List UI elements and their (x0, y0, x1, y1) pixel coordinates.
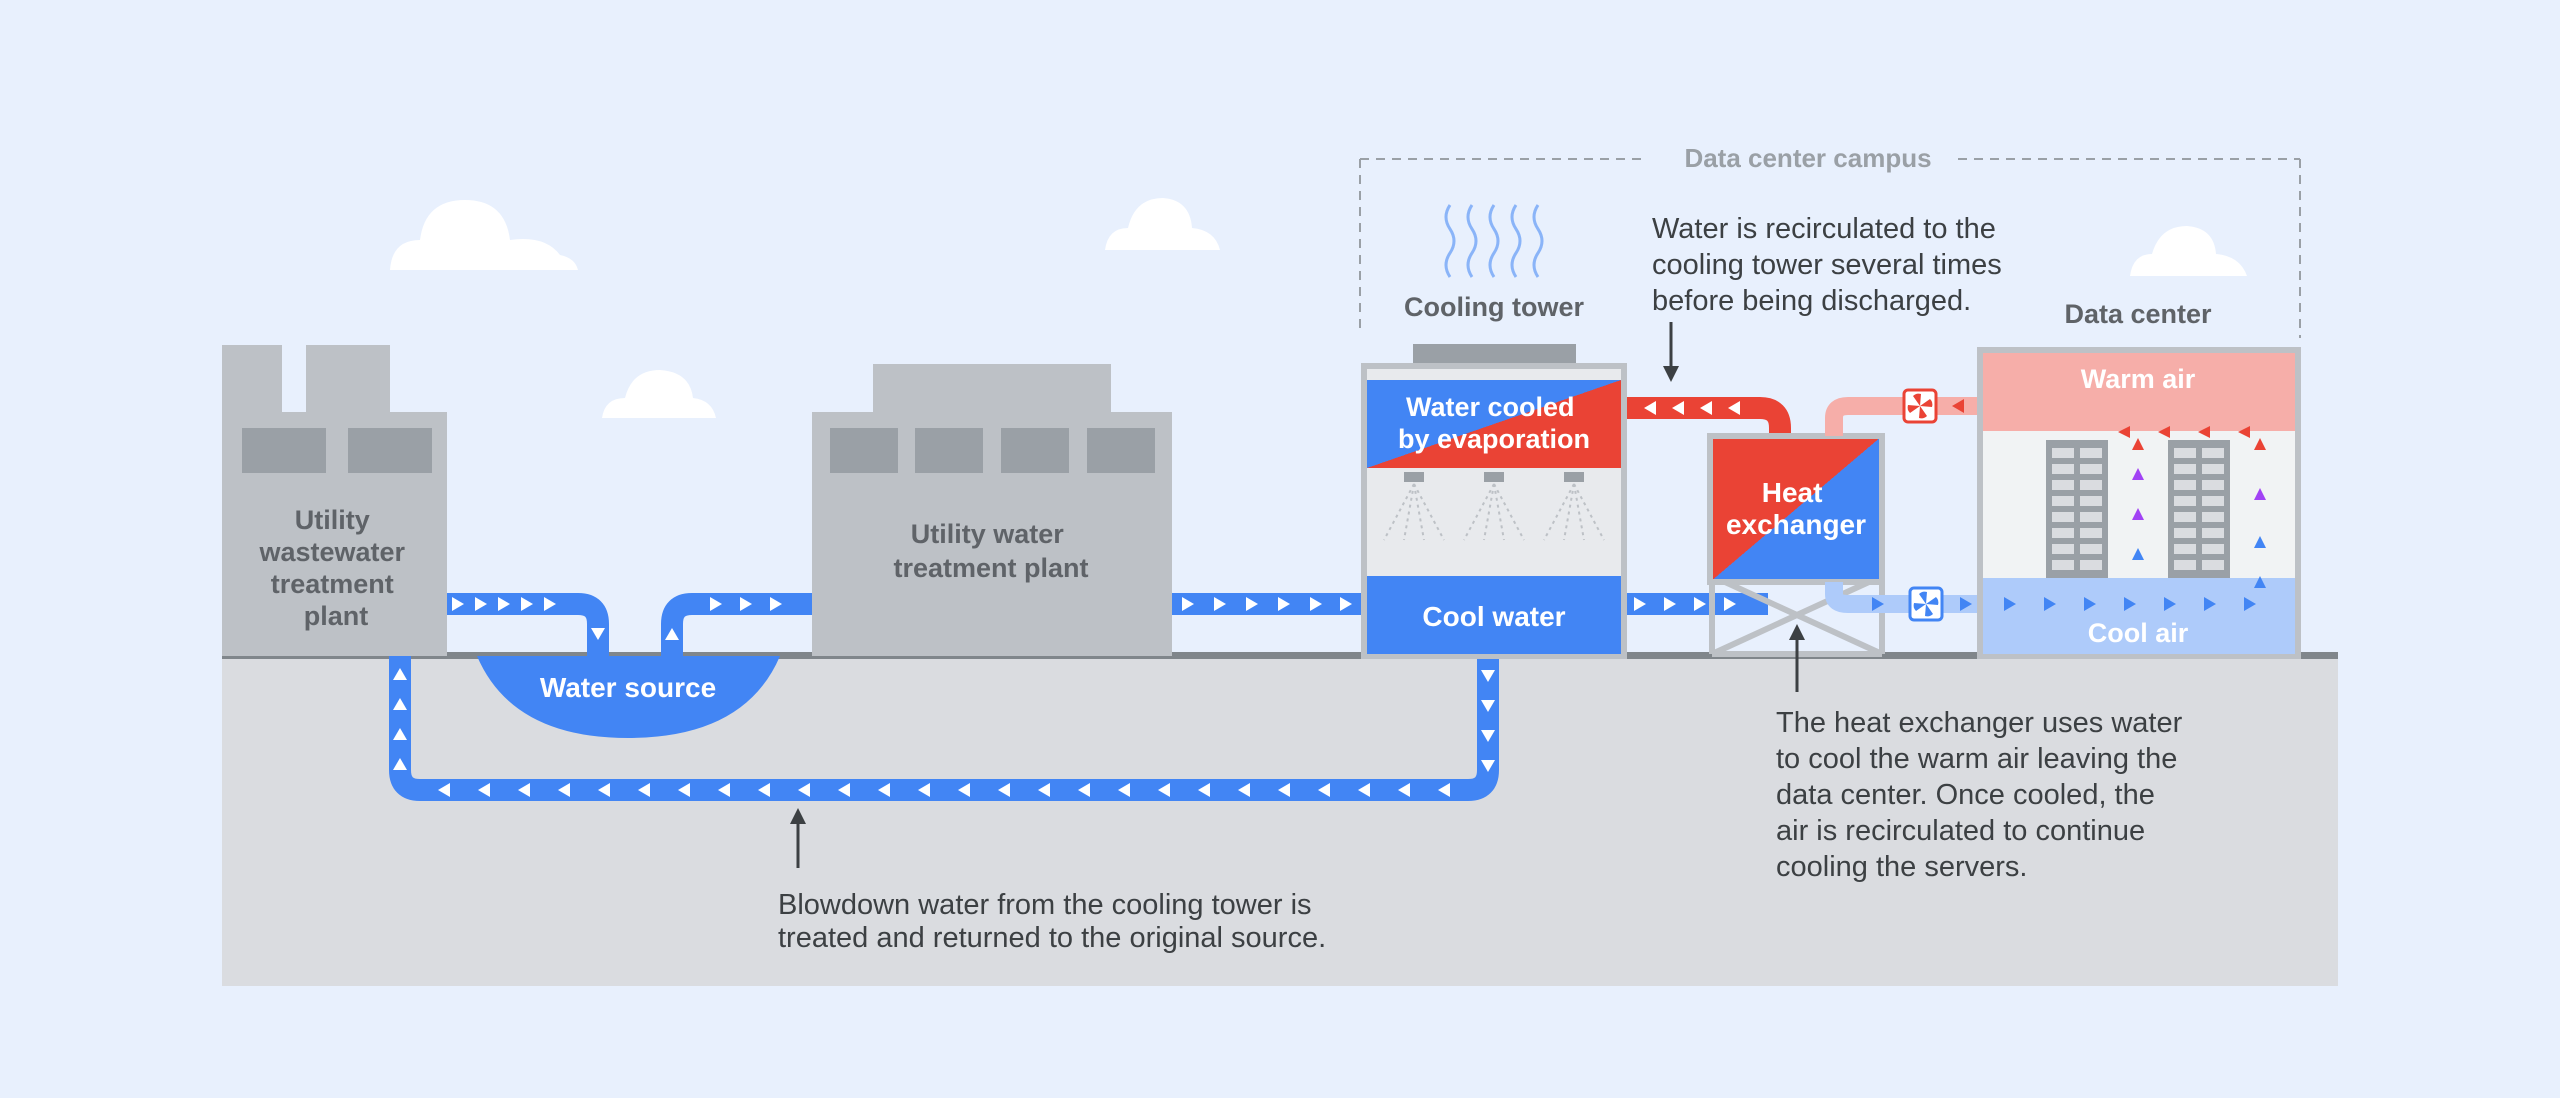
warm-air-duct (1825, 397, 1980, 436)
cloud-icon (390, 200, 578, 270)
heat-exchanger (1707, 433, 1885, 657)
water-treatment-plant: Utility water treatment plant (812, 364, 1172, 656)
air-flow-arrows (1872, 399, 1972, 611)
campus-boundary (1359, 158, 2301, 338)
server-rack-icon (2168, 440, 2230, 578)
server-rack-icon (2046, 440, 2108, 578)
fan-icon (1902, 388, 1938, 424)
warm-air-label: Warm air (2081, 364, 2196, 394)
window (1001, 428, 1069, 473)
window (830, 428, 898, 473)
blowdown-annotation: Blowdown water from the cooling tower is… (778, 889, 1326, 954)
cooling-tower-label: Cooling tower (1404, 292, 1584, 322)
water-cooled-label: Water cooled by evaporation (1398, 392, 1590, 454)
campus-label: Data center campus (1684, 143, 1931, 173)
fan-icon (1908, 586, 1944, 622)
window (1087, 428, 1155, 473)
cooling-tower (1361, 344, 1627, 659)
pipe-warm-water (1624, 397, 1791, 440)
cool-water-label: Cool water (1422, 601, 1565, 632)
recirculated-annotation: Water is recirculated to the cooling tow… (1652, 213, 2010, 317)
window (242, 428, 326, 473)
water-source-label: Water source (540, 672, 716, 703)
wastewater-plant-label: Utility wastewater treatment plant (258, 505, 412, 631)
data-center-label: Data center (2064, 299, 2212, 329)
heat-exchanger-annotation: The heat exchanger uses water to cool th… (1776, 707, 2190, 883)
water-treatment-plant-label: Utility water treatment plant (893, 519, 1088, 583)
arrow-up-icon (790, 808, 806, 868)
water-source (477, 656, 780, 738)
blowdown-pipe (389, 656, 1499, 801)
pipe-to-source (447, 593, 609, 656)
cloud-icon (1105, 198, 1220, 250)
steam-icon (1444, 204, 1544, 278)
pipe-from-source (661, 593, 812, 656)
cool-air-duct (1825, 582, 1980, 613)
cool-air-label: Cool air (2088, 618, 2189, 648)
window (348, 428, 432, 473)
arrow-down-icon (1663, 322, 1679, 382)
data-center (1977, 347, 2301, 659)
spray-nozzle-icon (1383, 472, 1605, 541)
arrow-up-icon (1789, 624, 1805, 692)
cloud-icon (602, 370, 716, 418)
wastewater-plant: Utility wastewater treatment plant (222, 345, 447, 656)
ground-line (222, 652, 2338, 659)
cloud-icon (2130, 226, 2247, 276)
flow-arrows (393, 401, 1740, 797)
window (915, 428, 983, 473)
heat-exchanger-label: Heat exchanger (1726, 477, 1866, 540)
